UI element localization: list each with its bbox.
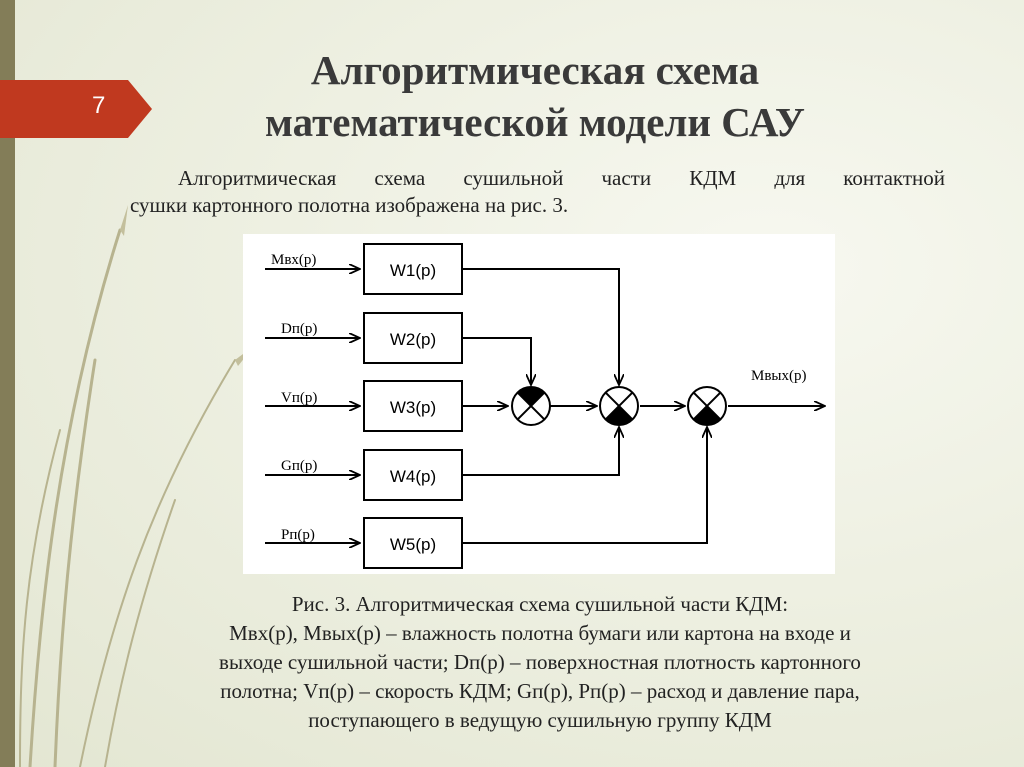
decorative-grass: [19, 205, 255, 767]
caption-line-2: Мвх(р), Мвых(р) – влажность полотна бума…: [229, 621, 851, 645]
diagram-svg: Mвх(p) Dп(p) Vп(p) Gп(p) Pп(p) Mвых(p): [265, 243, 835, 569]
input-label-pp: Pп(p): [281, 527, 315, 543]
block-w5-label: W5(p): [390, 535, 436, 554]
intro-paragraph: Алгоритмическая схема сушильной части КД…: [130, 165, 945, 219]
left-accent-bar: [0, 0, 15, 767]
block-w2-label: W2(p): [390, 330, 436, 349]
figure-caption: Рис. 3. Алгоритмическая схема сушильной …: [140, 590, 940, 735]
signal-w1: [462, 268, 619, 385]
caption-line-3: выходе сушильной части; Dп(р) – поверхно…: [219, 650, 861, 674]
slide-number-badge: [0, 80, 152, 138]
output-label: Mвых(p): [751, 368, 807, 384]
caption-line-5: поступающего в ведущую сушильную группу …: [308, 708, 772, 732]
summing-junction-2: [599, 386, 639, 426]
input-label-gp: Gп(p): [281, 458, 317, 474]
input-label-dp: Dп(p): [281, 321, 317, 337]
signal-w5: [462, 427, 707, 544]
title-line-1: Алгоритмическая схема: [310, 47, 760, 93]
algorithmic-diagram: Mвх(p) Dп(p) Vп(p) Gп(p) Pп(p) Mвых(p): [243, 234, 835, 574]
slide-number: 7: [92, 92, 106, 119]
block-w4-label: W4(p): [390, 467, 436, 486]
intro-line-2: сушки картонного полотна изображена на р…: [130, 193, 569, 217]
block-w3-label: W3(p): [390, 398, 436, 417]
summing-junction-1: [511, 386, 551, 426]
signal-w4: [462, 427, 619, 476]
slide-title: Алгоритмическая схема математической мод…: [150, 44, 920, 148]
title-line-2: математической модели САУ: [265, 99, 805, 145]
input-label-mvx: Mвх(p): [271, 252, 316, 268]
caption-line-4: полотна; Vп(р) – скорость КДМ; Gп(р), Рп…: [220, 679, 860, 703]
intro-line-1: Алгоритмическая схема сушильной части КД…: [178, 166, 945, 190]
block-w1-label: W1(p): [390, 261, 436, 280]
caption-line-1: Рис. 3. Алгоритмическая схема сушильной …: [291, 592, 789, 616]
signal-w2: [462, 337, 531, 385]
input-label-vp: Vп(p): [281, 390, 317, 406]
summing-junction-3: [687, 386, 727, 426]
